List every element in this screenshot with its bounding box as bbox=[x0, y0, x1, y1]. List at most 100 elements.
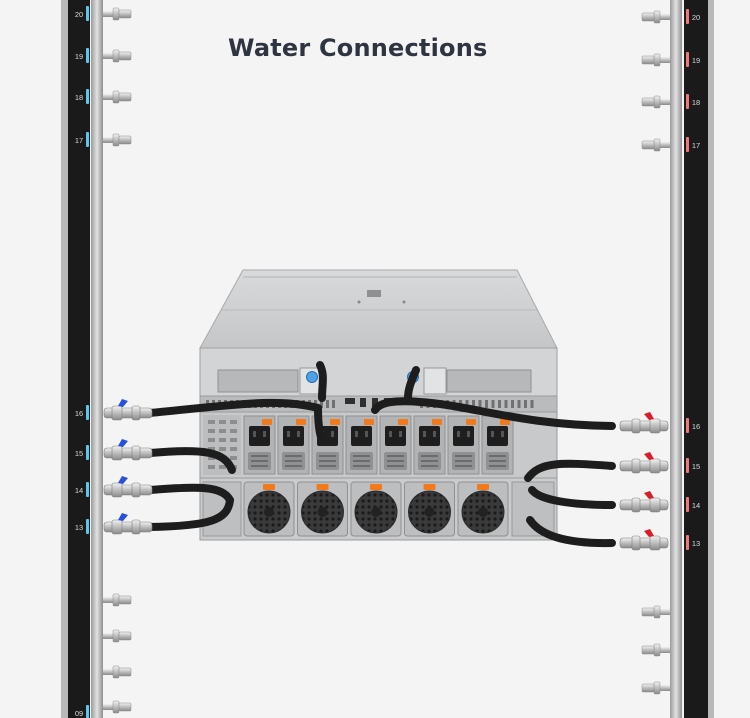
left-port-labels: 20 19 18 17 16 15 14 13 09 bbox=[75, 6, 89, 718]
power-inlet bbox=[453, 426, 474, 446]
port-indicator bbox=[686, 94, 689, 109]
unused-fitting bbox=[641, 10, 670, 24]
fan-module bbox=[350, 481, 402, 537]
fan-module bbox=[243, 481, 295, 537]
fan-module bbox=[404, 481, 455, 537]
svg-text:17: 17 bbox=[692, 141, 700, 150]
valve-handle bbox=[118, 476, 128, 484]
power-inlet bbox=[419, 426, 440, 446]
power-supply bbox=[345, 415, 378, 475]
fan-module bbox=[457, 481, 509, 537]
fan-release-tab bbox=[370, 484, 382, 490]
unused-fitting bbox=[103, 593, 132, 607]
unused-fitting bbox=[103, 700, 132, 714]
port-label: 17 bbox=[686, 137, 700, 152]
power-inlet bbox=[487, 426, 508, 446]
unused-fitting bbox=[103, 629, 132, 643]
psu-release-tab bbox=[398, 419, 408, 425]
valve-handle bbox=[118, 399, 128, 407]
svg-text:20: 20 bbox=[692, 13, 700, 22]
port-label: 13 bbox=[686, 535, 700, 550]
port-label: 18 bbox=[75, 89, 89, 104]
power-inlet bbox=[385, 426, 406, 446]
svg-text:20: 20 bbox=[75, 10, 83, 19]
psu-release-tab bbox=[466, 419, 476, 425]
port-indicator bbox=[86, 519, 89, 534]
quick-connect-valve bbox=[619, 452, 669, 474]
port-indicator bbox=[86, 132, 89, 147]
power-supply bbox=[277, 415, 310, 475]
port-label: 15 bbox=[686, 458, 700, 473]
water-hose bbox=[314, 404, 326, 444]
unused-fitting bbox=[641, 643, 670, 657]
psu-row bbox=[243, 415, 514, 475]
port-indicator bbox=[686, 52, 689, 67]
fan-release-tab bbox=[263, 484, 275, 490]
port-label: 13 bbox=[75, 519, 89, 534]
svg-text:15: 15 bbox=[692, 462, 700, 471]
left-release-tab-icon bbox=[306, 371, 318, 383]
svg-text:13: 13 bbox=[75, 523, 83, 532]
port-indicator bbox=[686, 9, 689, 24]
power-inlet bbox=[249, 426, 270, 446]
psu-release-tab bbox=[500, 419, 510, 425]
right-unused-fittings bbox=[641, 10, 670, 695]
water-hose bbox=[146, 398, 322, 417]
left-manifold bbox=[61, 0, 103, 718]
port-indicator bbox=[86, 6, 89, 21]
port-label: 15 bbox=[75, 445, 89, 460]
valve-handle bbox=[118, 439, 128, 447]
svg-text:16: 16 bbox=[692, 422, 700, 431]
port-indicator bbox=[86, 405, 89, 420]
valve-handle bbox=[644, 529, 654, 537]
water-hose bbox=[526, 516, 616, 548]
unused-fitting bbox=[103, 49, 132, 63]
fan-module bbox=[297, 481, 348, 537]
port-indicator bbox=[86, 445, 89, 460]
water-hoses bbox=[146, 361, 616, 548]
quick-connect-valve bbox=[619, 491, 669, 513]
left-unused-fittings bbox=[103, 7, 132, 714]
unused-fitting bbox=[103, 90, 132, 104]
unused-fitting bbox=[103, 665, 132, 679]
right-manifold bbox=[670, 0, 714, 718]
fan-row bbox=[202, 481, 555, 537]
port-indicator bbox=[686, 497, 689, 512]
power-supply bbox=[481, 415, 514, 475]
port-label: 14 bbox=[686, 497, 700, 512]
svg-text:18: 18 bbox=[75, 93, 83, 102]
left-manifold-body bbox=[68, 0, 90, 718]
left-manifold-rail bbox=[91, 0, 103, 718]
unused-fitting bbox=[641, 95, 670, 109]
port-label: 16 bbox=[75, 405, 89, 420]
port-label: 19 bbox=[686, 52, 700, 67]
water-hose bbox=[146, 483, 234, 504]
svg-text:14: 14 bbox=[692, 501, 700, 510]
port-indicator bbox=[86, 89, 89, 104]
port-label: 16 bbox=[686, 418, 700, 433]
port-label: 19 bbox=[75, 48, 89, 63]
power-inlet bbox=[351, 426, 372, 446]
quick-connect-valve bbox=[103, 399, 153, 421]
port-label: 14 bbox=[75, 482, 89, 497]
port-indicator bbox=[686, 458, 689, 473]
quick-connect-valve bbox=[619, 412, 669, 434]
water-hose bbox=[404, 366, 420, 402]
server-top-cover bbox=[199, 269, 558, 349]
svg-text:09: 09 bbox=[75, 709, 83, 718]
svg-text:19: 19 bbox=[692, 56, 700, 65]
unused-fitting bbox=[641, 681, 670, 695]
port-label: 17 bbox=[75, 132, 89, 147]
psu-release-tab bbox=[330, 419, 340, 425]
cover-latch bbox=[367, 290, 381, 297]
right-manifold-body bbox=[684, 0, 708, 718]
page-title: Water Connections bbox=[228, 34, 488, 62]
valve-handle bbox=[644, 452, 654, 460]
svg-text:16: 16 bbox=[75, 409, 83, 418]
water-hose bbox=[524, 459, 616, 482]
port-indicator bbox=[686, 137, 689, 152]
fan-release-tab bbox=[477, 484, 489, 490]
quick-connect-valve bbox=[103, 513, 153, 535]
